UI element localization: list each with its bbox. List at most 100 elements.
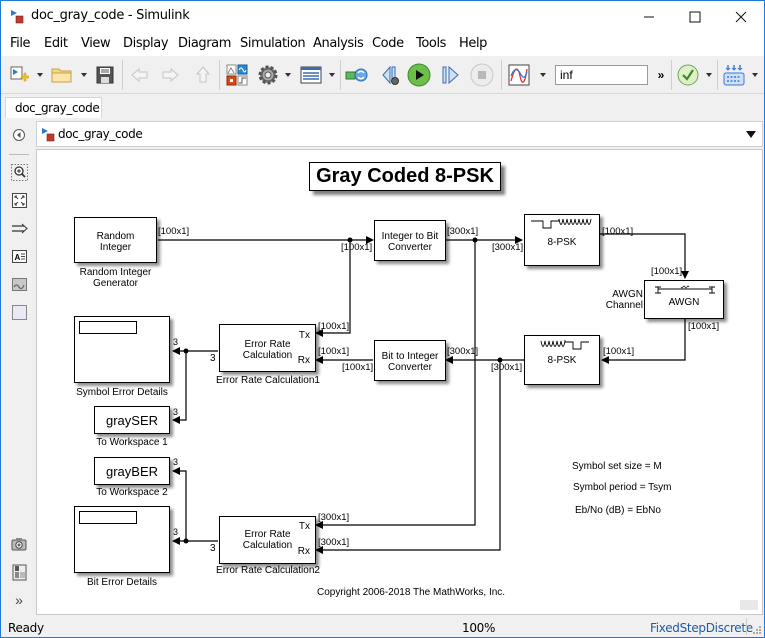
menu-code[interactable]: Code xyxy=(372,36,404,51)
model-canvas[interactable]: Gray Coded 8-PSK Random Integer Random I… xyxy=(36,149,763,615)
block-bit-to-integer[interactable]: Bit to Integer Converter xyxy=(374,340,446,381)
open-dropdown[interactable] xyxy=(81,73,87,77)
signal-label: [300x1] xyxy=(447,346,479,357)
model-advisor-dropdown[interactable] xyxy=(706,73,712,77)
annotation-symbol-set-size[interactable]: Symbol set size = M xyxy=(572,461,662,472)
stop-icon xyxy=(470,63,494,87)
signal-label: [100x1] xyxy=(341,242,373,253)
new-model-button[interactable] xyxy=(7,64,31,86)
signal-arrow-icon xyxy=(11,223,28,233)
block-8psk-modulator[interactable]: 8-PSK xyxy=(524,214,600,266)
demodulator-waveform-icon xyxy=(540,340,589,350)
block-text: Calculation xyxy=(242,540,293,551)
block-text: Error Rate xyxy=(244,339,291,350)
area-button[interactable] xyxy=(10,303,28,321)
signal-label: [300x1] xyxy=(318,537,350,548)
caption-symbol-error-details: Symbol Error Details xyxy=(76,387,168,398)
status-solver[interactable]: FixedStepDiscrete xyxy=(650,621,753,635)
data-inspector-button[interactable] xyxy=(507,64,531,86)
menu-view[interactable]: View xyxy=(81,36,111,51)
block-to-workspace-2[interactable]: grayBER xyxy=(94,457,170,485)
model-explorer-dropdown[interactable] xyxy=(329,73,335,77)
stop-time-input[interactable] xyxy=(555,65,648,85)
save-button[interactable] xyxy=(93,64,117,86)
up-button[interactable] xyxy=(191,64,215,86)
step-back-button[interactable] xyxy=(379,64,403,86)
stop-button[interactable] xyxy=(470,63,494,87)
run-button[interactable] xyxy=(407,63,431,87)
display-readout xyxy=(79,511,137,524)
step-forward-button[interactable] xyxy=(439,64,463,86)
port-out-erc2: 3 xyxy=(210,543,216,554)
annotation-ebno[interactable]: Eb/No (dB) = EbNo xyxy=(575,505,661,516)
image-button[interactable] xyxy=(10,275,28,293)
caption-erc1: Error Rate Calculation1 xyxy=(216,375,320,386)
close-button[interactable] xyxy=(718,1,764,32)
fit-to-view-button[interactable] xyxy=(10,191,28,209)
block-bit-error-display[interactable] xyxy=(74,506,170,573)
update-diagram-button[interactable] xyxy=(345,64,369,86)
block-error-rate-calculation-2[interactable]: Error Rate Calculation Tx Rx xyxy=(219,516,316,564)
caption-random-integer: Random Integer Generator xyxy=(79,267,152,289)
line-branch-erc2-tx xyxy=(315,240,476,529)
maximize-button[interactable] xyxy=(672,1,718,32)
new-model-dropdown[interactable] xyxy=(37,73,43,77)
block-error-rate-calculation-1[interactable]: Error Rate Calculation Tx Rx xyxy=(219,324,316,372)
signal-label: [300x1] xyxy=(447,226,479,237)
block-to-workspace-1[interactable]: graySER xyxy=(94,406,170,434)
simulink-app-icon xyxy=(11,10,24,24)
model-path-breadcrumb[interactable]: doc_gray_code xyxy=(58,127,143,141)
refresh-icon xyxy=(345,68,368,82)
model-advisor-button[interactable] xyxy=(676,64,700,86)
tab-doc-gray-code[interactable]: doc_gray_code xyxy=(5,97,102,118)
library-browser-button[interactable] xyxy=(225,64,249,86)
model-settings-dropdown[interactable] xyxy=(285,73,291,77)
signal-label: [100x1] xyxy=(603,346,635,357)
block-awgn-channel[interactable]: AWGN xyxy=(644,280,724,319)
resize-grip-icon[interactable] xyxy=(752,625,762,635)
more-tools-button[interactable]: » xyxy=(654,64,668,86)
model-settings-button[interactable] xyxy=(256,64,280,86)
menu-simulation[interactable]: Simulation xyxy=(240,36,306,51)
model-explorer-button[interactable] xyxy=(299,64,323,86)
diagram-title[interactable]: Gray Coded 8-PSK xyxy=(309,162,501,191)
toolbar: » xyxy=(1,56,764,94)
annotation-symbol-period[interactable]: Symbol period = Tsym xyxy=(573,482,672,493)
back-button[interactable] xyxy=(128,64,152,86)
open-button[interactable] xyxy=(50,64,74,86)
canvas-scroll-grip[interactable] xyxy=(740,600,758,610)
line-mod-to-awgn xyxy=(600,233,689,279)
arrow-tool-button[interactable] xyxy=(10,219,28,237)
window-title: doc_gray_code - Simulink xyxy=(31,8,190,23)
block-integer-to-bit[interactable]: Integer to Bit Converter xyxy=(374,220,446,261)
block-text: Converter xyxy=(388,362,432,373)
annotation-button[interactable]: A xyxy=(10,247,28,265)
menu-help[interactable]: Help xyxy=(459,36,488,51)
port-tx: Tx xyxy=(298,521,310,532)
block-symbol-error-display[interactable] xyxy=(74,316,170,383)
property-inspector-button[interactable] xyxy=(10,563,28,581)
signal-label: [100x1] xyxy=(602,226,634,237)
menu-edit[interactable]: Edit xyxy=(44,36,68,51)
menu-diagram[interactable]: Diagram xyxy=(178,36,232,51)
menu-display[interactable]: Display xyxy=(123,36,169,51)
build-button[interactable] xyxy=(722,64,746,86)
block-text: Error Rate xyxy=(244,529,291,540)
menu-tools[interactable]: Tools xyxy=(416,36,447,51)
minimize-button[interactable] xyxy=(626,1,672,32)
hide-explorer-button[interactable] xyxy=(10,126,28,144)
expand-palette-button[interactable]: » xyxy=(10,591,28,609)
chevron-down-icon[interactable] xyxy=(746,131,756,138)
build-dropdown[interactable] xyxy=(752,73,758,77)
menu-analysis[interactable]: Analysis xyxy=(313,36,364,51)
data-inspector-dropdown[interactable] xyxy=(540,73,546,77)
block-8psk-demodulator[interactable]: 8-PSK xyxy=(524,335,600,385)
screenshot-button[interactable] xyxy=(10,535,28,553)
copyright-annotation[interactable]: Copyright 2006-2018 The MathWorks, Inc. xyxy=(317,587,506,598)
menu-file[interactable]: File xyxy=(10,36,31,51)
forward-button[interactable] xyxy=(158,64,182,86)
block-random-integer[interactable]: Random Integer xyxy=(74,217,157,263)
title-bar: doc_gray_code - Simulink xyxy=(1,1,764,32)
zoom-button[interactable] xyxy=(10,163,28,181)
signal-label: [300x1] xyxy=(491,362,523,373)
